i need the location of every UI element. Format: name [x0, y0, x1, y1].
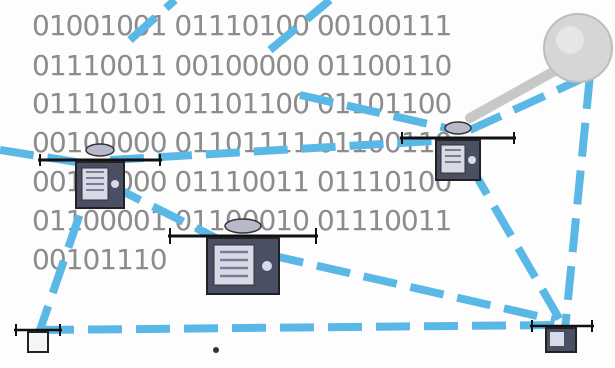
link-dashed — [561, 74, 594, 331]
satellite-sphere-icon — [543, 13, 613, 83]
link-dashed — [109, 136, 451, 164]
drone-icon — [168, 218, 318, 295]
link-dashed — [267, 0, 333, 54]
drone-icon — [400, 121, 516, 181]
ground-station-icon — [530, 320, 594, 353]
link-dashed — [39, 321, 556, 334]
binary-text-line: 00101110 — [32, 243, 168, 276]
binary-text-line: 01001001 01110100 00100111 — [32, 9, 452, 42]
drone-icon — [38, 143, 162, 209]
link-dashed — [299, 91, 456, 134]
link-dashed — [468, 71, 592, 134]
link-dashed — [127, 0, 178, 43]
ground-station-icon — [14, 324, 62, 353]
link-dashed — [269, 251, 556, 324]
marker-dot — [213, 347, 219, 353]
link-dashed — [466, 162, 564, 323]
binary-text-line: 01110101 01101100 01101100 — [32, 87, 452, 120]
binary-text-line: 01110011 00100000 01100110 — [32, 49, 452, 82]
